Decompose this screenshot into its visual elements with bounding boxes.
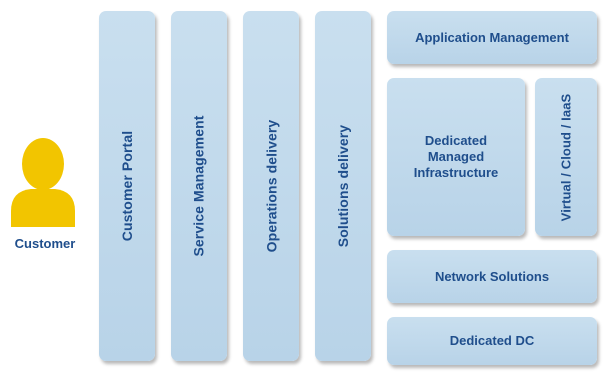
application-management-label: Application Management xyxy=(415,29,569,45)
solutions-delivery-column: Solutions delivery xyxy=(315,11,371,361)
application-management-block: Application Management xyxy=(387,11,597,64)
network-solutions-label: Network Solutions xyxy=(434,268,550,284)
person-icon xyxy=(11,138,75,227)
dedicated-managed-infrastructure-block: Dedicated Managed Infrastructure xyxy=(387,78,525,236)
operations-delivery-column: Operations delivery xyxy=(243,11,299,361)
operations-delivery-label: Operations delivery xyxy=(263,119,279,253)
dedicated-dc-block: Dedicated DC xyxy=(387,317,597,365)
virtual-cloud-iaas-label: Virtual / Cloud / IaaS xyxy=(558,93,574,221)
dmi-label-line-1: Dedicated xyxy=(424,133,488,148)
solutions-delivery-label: Solutions delivery xyxy=(335,124,352,248)
customer-portal-label: Customer Portal xyxy=(119,130,136,242)
virtual-cloud-iaas-block: Virtual / Cloud / IaaS xyxy=(535,78,597,236)
network-solutions-block: Network Solutions xyxy=(387,250,597,303)
customer-portal-column: Customer Portal xyxy=(99,11,155,361)
service-management-column: Service Management xyxy=(171,11,227,361)
dedicated-dc-label: Dedicated DC xyxy=(449,333,535,348)
service-management-label: Service Management xyxy=(191,115,207,257)
dmi-label-line-2: Managed xyxy=(427,149,485,164)
customer-label: Customer xyxy=(14,236,76,251)
dmi-label-line-3: Infrastructure xyxy=(413,165,499,180)
